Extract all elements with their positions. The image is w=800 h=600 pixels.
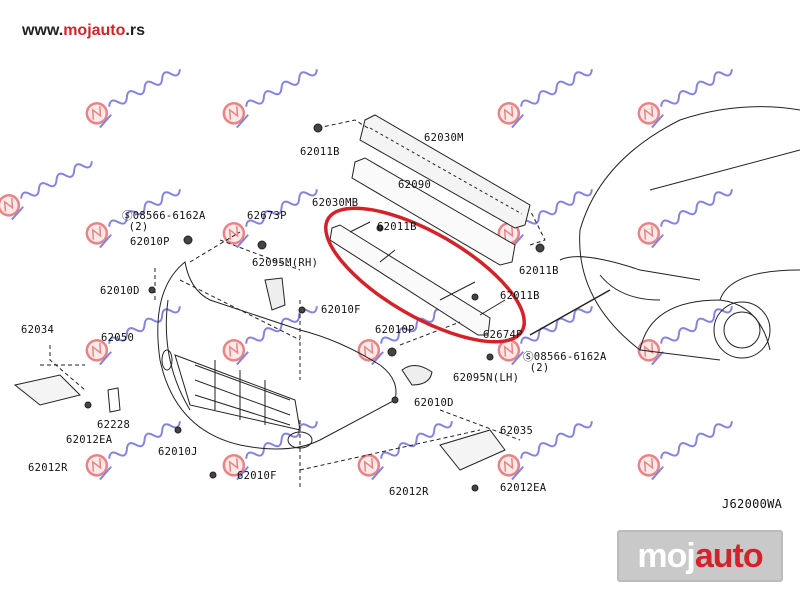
diagram-code: J62000WA [722, 497, 783, 511]
undercover-62034 [13, 374, 81, 406]
part-label[interactable]: 62011B [377, 221, 417, 233]
highlight-ellipse [324, 206, 526, 344]
part-label[interactable]: 62674P [483, 329, 523, 341]
part-label[interactable]: 62011B [519, 265, 559, 277]
part-label[interactable]: 62010J [158, 446, 198, 458]
bolts [84, 123, 545, 492]
part-label[interactable]: 62012R [28, 462, 68, 474]
part-label[interactable]: 62095N(LH) [453, 372, 520, 384]
bracket-62095m [264, 277, 286, 311]
part-label[interactable]: 62673P [247, 210, 287, 222]
clip-62228 [107, 387, 121, 413]
car-outline [559, 106, 800, 361]
site-url-suffix: .rs [125, 22, 145, 39]
part-label[interactable]: 62050 [101, 332, 135, 344]
part-label[interactable]: 62034 [21, 324, 55, 336]
site-url-brand: mojauto [63, 22, 126, 39]
part-label[interactable]: 62011B [300, 146, 340, 158]
site-url[interactable]: www.mojauto.rs [22, 22, 145, 40]
logo-part2: auto [694, 537, 764, 575]
mojauto-logo: mojauto [617, 530, 783, 582]
absorber-62090 [351, 157, 516, 266]
part-label[interactable]: 62095M(RH) [252, 257, 319, 269]
bracket-62095n [401, 365, 433, 386]
part-label[interactable]: Ⓢ08566-6162A (2) [523, 351, 607, 374]
part-label[interactable]: 62010D [414, 397, 454, 409]
undercover-62035 [439, 429, 506, 471]
part-label[interactable]: 62010F [237, 470, 277, 482]
part-label[interactable]: 62012R [389, 486, 429, 498]
reinforcement-62030m [359, 114, 531, 229]
part-label[interactable]: 62010F [321, 304, 361, 316]
part-label[interactable]: 62010P [130, 236, 170, 248]
part-label[interactable]: 62228 [97, 419, 131, 431]
part-label[interactable]: Ⓢ08566-6162A (2) [122, 210, 206, 233]
part-label[interactable]: 62011B [500, 290, 540, 302]
part-label[interactable]: 62035 [500, 425, 534, 437]
part-label[interactable]: 62090 [398, 179, 432, 191]
part-label[interactable]: 62030M [424, 132, 464, 144]
part-label[interactable]: 62012EA [500, 482, 547, 494]
part-label[interactable]: 62030MB [312, 197, 359, 209]
part-label[interactable]: 62010D [100, 285, 140, 297]
logo-part1: moj [637, 537, 695, 575]
part-label[interactable]: 62010P [375, 324, 415, 336]
part-label[interactable]: 62012EA [66, 434, 113, 446]
site-url-prefix: www. [22, 22, 64, 39]
